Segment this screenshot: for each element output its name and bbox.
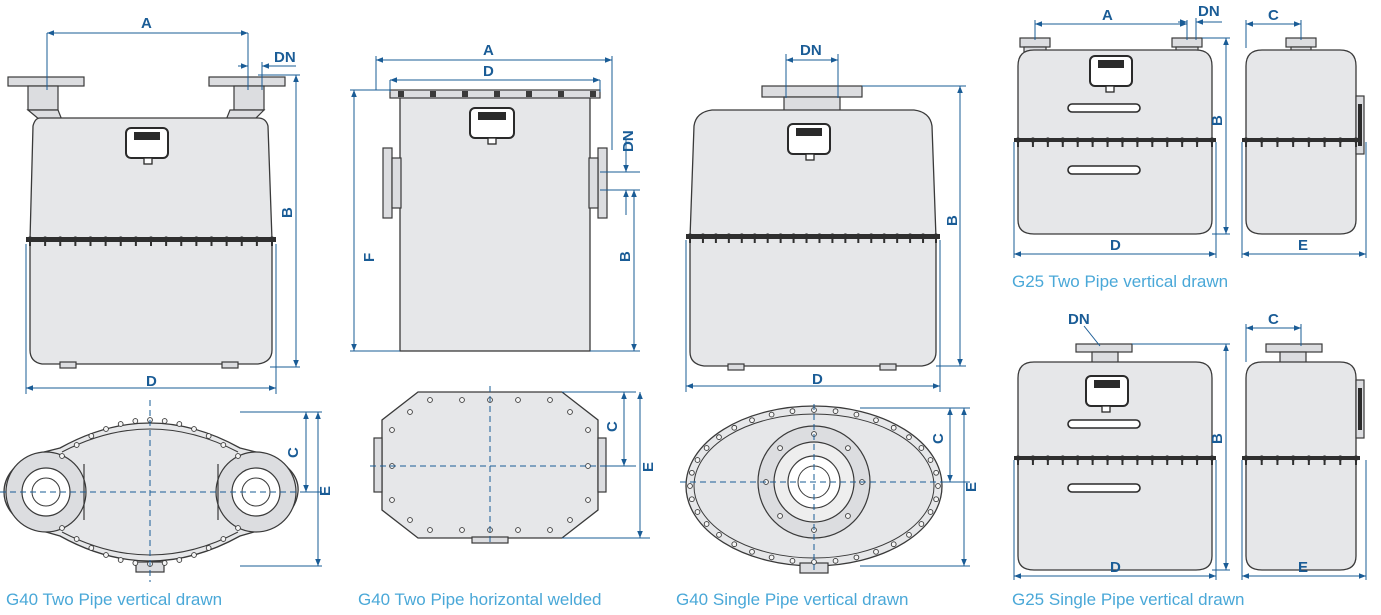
dim-label-c: C xyxy=(285,447,302,458)
g40-single-pipe-vertical-top-view xyxy=(680,404,970,574)
g40-two-pipe-horizontal-front-view xyxy=(350,56,640,352)
dim-label-d-3: D xyxy=(812,371,823,388)
g25-single-pipe-vertical-front-view xyxy=(1013,325,1230,580)
caption-g40-two-pipe-horizontal: G40 Two Pipe horizontal welded xyxy=(358,590,602,609)
dim-label-d-4: D xyxy=(1110,237,1121,254)
dim-label-c-4: C xyxy=(1268,7,1279,24)
g25-single-pipe-vertical-side-view xyxy=(1241,324,1367,580)
dim-label-e-2: E xyxy=(640,462,657,472)
dim-label-b-5: B xyxy=(1209,433,1226,444)
dim-label-a-2: A xyxy=(483,42,494,59)
g40-two-pipe-horizontal-top-view xyxy=(370,386,650,546)
dim-label-d-5: D xyxy=(1110,559,1121,576)
dim-label-f: F xyxy=(361,253,378,262)
dim-label-b: B xyxy=(279,207,296,218)
dim-label-dn: DN xyxy=(274,49,296,66)
dim-label-e-4: E xyxy=(1298,237,1308,254)
g40-single-pipe-vertical-front-view xyxy=(685,54,966,392)
caption-g25-single-pipe-vertical: G25 Single Pipe vertical drawn xyxy=(1012,590,1245,609)
dim-label-d: D xyxy=(146,373,157,390)
dim-label-e-3: E xyxy=(963,482,980,492)
dim-label-dn-5: DN xyxy=(1068,311,1090,328)
dim-label-dn-4: DN xyxy=(1198,3,1220,20)
dim-label-e: E xyxy=(317,486,334,496)
dim-label-a-4: A xyxy=(1102,7,1113,24)
dim-label-a: A xyxy=(141,15,152,32)
dim-label-c-3: C xyxy=(930,433,947,444)
dim-label-dn-3: DN xyxy=(800,42,822,59)
dim-label-d-2: D xyxy=(483,63,494,80)
dim-label-c-5: C xyxy=(1268,311,1279,328)
g25-two-pipe-vertical-front-view xyxy=(1013,18,1230,258)
caption-g40-single-pipe-vertical: G40 Single Pipe vertical drawn xyxy=(676,590,909,609)
dim-label-b-3: B xyxy=(944,215,961,226)
dim-label-b-2: B xyxy=(617,251,634,262)
caption-g25-two-pipe-vertical: G25 Two Pipe vertical drawn xyxy=(1012,272,1229,291)
caption-g40-two-pipe-vertical: G40 Two Pipe vertical drawn xyxy=(6,590,223,609)
g25-two-pipe-vertical-side-view xyxy=(1241,20,1367,258)
dim-label-e-5: E xyxy=(1298,559,1308,576)
dim-label-c-2: C xyxy=(604,421,621,432)
dim-label-b-4: B xyxy=(1209,115,1226,126)
dim-label-dn-2: DN xyxy=(620,130,637,152)
g40-two-pipe-vertical-front-view xyxy=(7,30,300,394)
g40-two-pipe-vertical-top-view xyxy=(0,400,322,582)
